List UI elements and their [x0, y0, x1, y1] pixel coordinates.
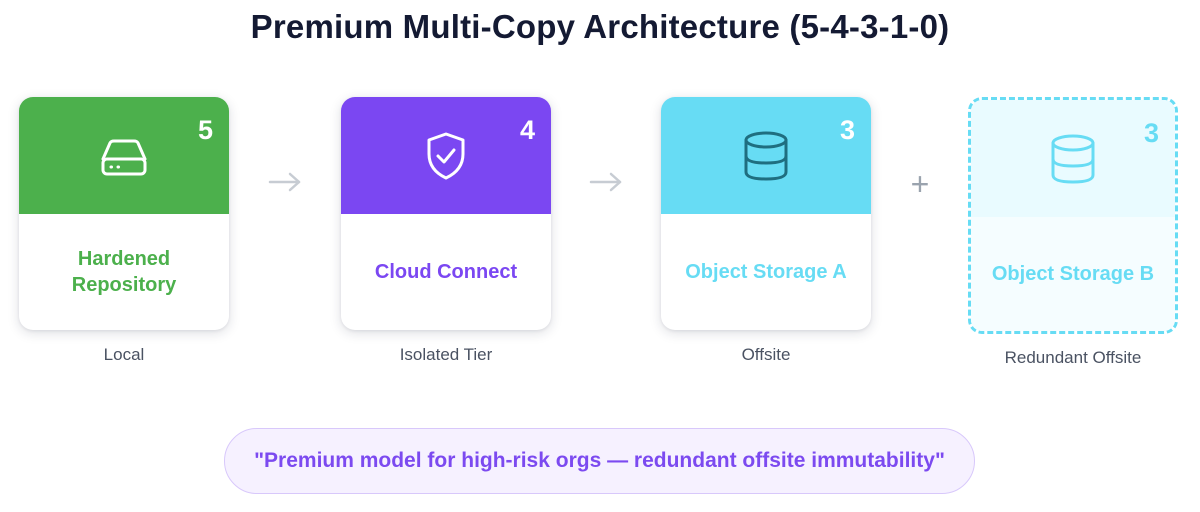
copy-count: 4 — [519, 115, 535, 145]
card-caption: Offsite — [741, 345, 791, 364]
copy-count: 3 — [1143, 118, 1159, 148]
quote-banner: "Premium model for high-risk orgs — redu… — [224, 428, 975, 494]
arrow-right-icon — [267, 172, 303, 192]
database-icon — [737, 127, 795, 185]
card-caption: Local — [103, 345, 145, 364]
hard-drive-icon — [95, 127, 153, 185]
diagram-title: Premium Multi-Copy Architecture (5-4-3-1… — [250, 8, 950, 45]
card-label: Hardened Repository — [19, 214, 229, 330]
plus-icon: + — [910, 166, 930, 202]
card-label: Object Storage A — [685, 261, 847, 283]
arrow-right-icon — [588, 172, 624, 192]
copy-count: 5 — [197, 115, 213, 145]
card-caption: Redundant Offsite — [1004, 348, 1142, 367]
card-hardened-repository: 5 Hardened Repository — [19, 97, 229, 330]
card-label-line1: Hardened — [77, 248, 171, 270]
card-caption: Isolated Tier — [399, 345, 493, 364]
card-label: Object Storage B — [971, 217, 1175, 331]
card-cloud-connect: 4 Cloud Connect — [341, 97, 551, 330]
card-header: 3 — [971, 100, 1175, 217]
card-label-line2: Repository — [71, 274, 177, 296]
copy-count: 3 — [839, 115, 855, 145]
card-object-storage-b: 3 Object Storage B — [968, 97, 1178, 334]
card-header: 4 — [341, 97, 551, 214]
card-label: Cloud Connect — [374, 261, 518, 283]
card-header: 5 — [19, 97, 229, 214]
shield-check-icon — [417, 127, 475, 185]
card-header: 3 — [661, 97, 871, 214]
database-icon — [1044, 130, 1102, 188]
card-object-storage-a: 3 Object Storage A — [661, 97, 871, 330]
